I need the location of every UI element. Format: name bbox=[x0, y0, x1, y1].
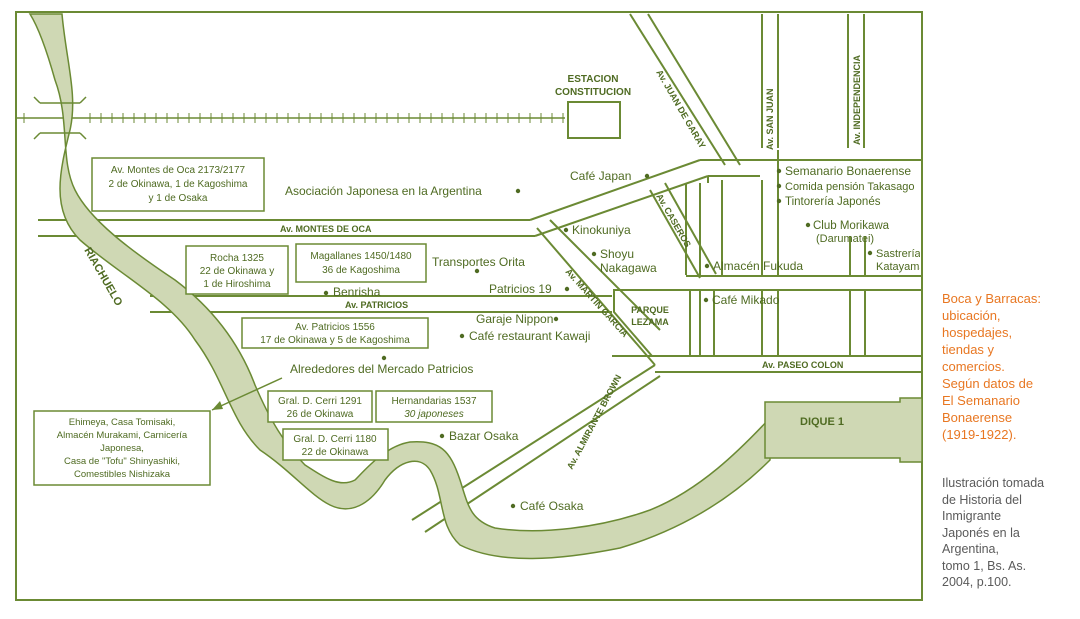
dot bbox=[703, 297, 709, 303]
box-ehimeya-l2: Almacén Murakami, Carnicería bbox=[57, 430, 188, 441]
box-cerri1180-l2: 22 de Okinawa bbox=[302, 447, 369, 458]
label-dique: DIQUE 1 bbox=[800, 416, 844, 428]
place-cafe-japan: Café Japan bbox=[570, 169, 631, 183]
dot bbox=[776, 183, 782, 189]
map-caption: Boca y Barracas: ubicación, hospedajes, … bbox=[942, 291, 1041, 442]
box-cerri1180 bbox=[282, 428, 389, 461]
place-shoyu-2: Nakagawa bbox=[600, 261, 657, 275]
place-shoyu-1: Shoyu bbox=[600, 247, 634, 261]
map: Av. MONTES DE OCA Av. PATRICIOS Av. PASE… bbox=[15, 11, 926, 601]
box-rocha-l1: Rocha 1325 bbox=[210, 253, 264, 264]
label-estacion-2: CONSTITUCION bbox=[555, 87, 631, 98]
dot bbox=[591, 251, 597, 257]
box-montes-l1: Av. Montes de Oca 2173/2177 bbox=[111, 165, 246, 176]
box-hernandarias bbox=[375, 390, 493, 423]
estacion-building bbox=[567, 101, 621, 139]
box-patricios1556-l1: Av. Patricios 1556 bbox=[295, 322, 375, 333]
place-asociacion: Asociación Japonesa en la Argentina bbox=[285, 184, 482, 198]
place-comida: Comida pensión Takasago bbox=[785, 181, 914, 193]
label-montes-de-oca: Av. MONTES DE OCA bbox=[280, 224, 372, 234]
dique-1 bbox=[764, 397, 923, 463]
place-almacen-fukuda: Almacén Fukuda bbox=[713, 259, 803, 273]
box-ehimeya-l5: Comestibles Nishizaka bbox=[74, 469, 171, 480]
box-ehimeya bbox=[33, 410, 211, 486]
dot bbox=[563, 227, 569, 233]
box-patricios1556 bbox=[241, 317, 429, 349]
river-bridge bbox=[33, 96, 87, 140]
place-tintoreria: Tintorería Japonés bbox=[785, 196, 881, 208]
dot bbox=[459, 333, 465, 339]
box-ehimeya-l1: Ehimeya, Casa Tomisaki, bbox=[69, 417, 175, 428]
map-credit: Ilustración tomada de Historia del Inmig… bbox=[942, 476, 1045, 589]
dot bbox=[564, 286, 570, 292]
box-cerri1291-l1: Gral. D. Cerri 1291 bbox=[278, 396, 362, 407]
box-montes bbox=[91, 157, 265, 212]
dot bbox=[515, 188, 521, 194]
mercado-pointer-arrow bbox=[212, 401, 223, 410]
place-benrisha: Benrisha bbox=[333, 285, 381, 299]
box-montes-l2: 2 de Okinawa, 1 de Kagoshima bbox=[109, 179, 248, 190]
dot bbox=[381, 355, 387, 361]
box-cerri1180-l1: Gral. D. Cerri 1180 bbox=[293, 434, 377, 445]
dot bbox=[776, 198, 782, 204]
right-block-places: Semanario Bonaerense Comida pensión Taka… bbox=[776, 164, 926, 273]
box-magallanes-l2: 36 de Kagoshima bbox=[322, 265, 400, 276]
label-paseo-colon: Av. PASEO COLON bbox=[762, 360, 843, 370]
dot bbox=[805, 222, 811, 228]
dot bbox=[644, 173, 650, 179]
places: Café Japan Asociación Japonesa en la Arg… bbox=[285, 169, 803, 513]
place-transportes: Transportes Orita bbox=[432, 255, 525, 269]
box-cerri1291 bbox=[267, 390, 373, 423]
place-kinokuniya: Kinokuniya bbox=[572, 223, 631, 237]
dot bbox=[776, 168, 782, 174]
box-rocha-l2: 22 de Okinawa y bbox=[200, 266, 275, 277]
label-san-juan: Av. SAN JUAN bbox=[765, 88, 775, 150]
place-cafe-osaka: Café Osaka bbox=[520, 499, 584, 513]
dot bbox=[323, 290, 329, 296]
box-rocha bbox=[185, 245, 289, 295]
dot bbox=[439, 433, 445, 439]
dot bbox=[510, 503, 516, 509]
label-patricios: Av. PATRICIOS bbox=[345, 300, 408, 310]
box-montes-l3: y 1 de Osaka bbox=[149, 193, 208, 204]
box-texts: Av. Montes de Oca 2173/2177 2 de Okinawa… bbox=[57, 165, 477, 480]
label-estacion-1: ESTACION bbox=[568, 74, 619, 85]
box-magallanes-l1: Magallanes 1450/1480 bbox=[310, 251, 412, 262]
box-ehimeya-l3: Japonesa, bbox=[100, 443, 144, 454]
place-cafe-mikado: Café Mikado bbox=[712, 293, 780, 307]
mercado-pointer bbox=[211, 377, 283, 411]
info-boxes bbox=[33, 157, 493, 486]
streets bbox=[38, 13, 922, 533]
place-mercado: Alrededores del Mercado Patricios bbox=[290, 362, 473, 376]
place-bazar: Bazar Osaka bbox=[449, 429, 519, 443]
label-parque-2: LEZAMA bbox=[631, 317, 669, 327]
place-patricios19: Patricios 19 bbox=[489, 282, 552, 296]
dot bbox=[553, 316, 559, 322]
place-semanario: Semanario Bonaerense bbox=[785, 164, 911, 178]
box-ehimeya-l4: Casa de "Tofu" Shinyashiki, bbox=[64, 456, 180, 467]
place-sastreria-2: Katayama bbox=[876, 261, 926, 273]
place-garaje: Garaje Nippon bbox=[476, 312, 553, 326]
railway bbox=[16, 113, 565, 123]
dot bbox=[474, 268, 480, 274]
place-sastreria-1: Sastrería bbox=[876, 248, 922, 260]
dot bbox=[704, 263, 710, 269]
box-rocha-l3: 1 de Hiroshima bbox=[203, 279, 271, 290]
box-magallanes bbox=[295, 243, 427, 283]
label-independencia: Av. INDEPENDENCIA bbox=[852, 54, 862, 145]
box-hernandarias-l1: Hernandarias 1537 bbox=[391, 396, 476, 407]
place-kawaji: Café restaurant Kawaji bbox=[469, 329, 590, 343]
place-club-1: Club Morikawa bbox=[813, 220, 890, 232]
box-patricios1556-l2: 17 de Okinawa y 5 de Kagoshima bbox=[260, 335, 410, 346]
dot bbox=[867, 250, 873, 256]
box-cerri1291-l2: 26 de Okinawa bbox=[287, 409, 354, 420]
box-hernandarias-l2: 30 japoneses bbox=[404, 409, 464, 420]
place-club-2: (Darumatei) bbox=[816, 233, 874, 245]
label-parque-1: PARQUE bbox=[631, 305, 669, 315]
